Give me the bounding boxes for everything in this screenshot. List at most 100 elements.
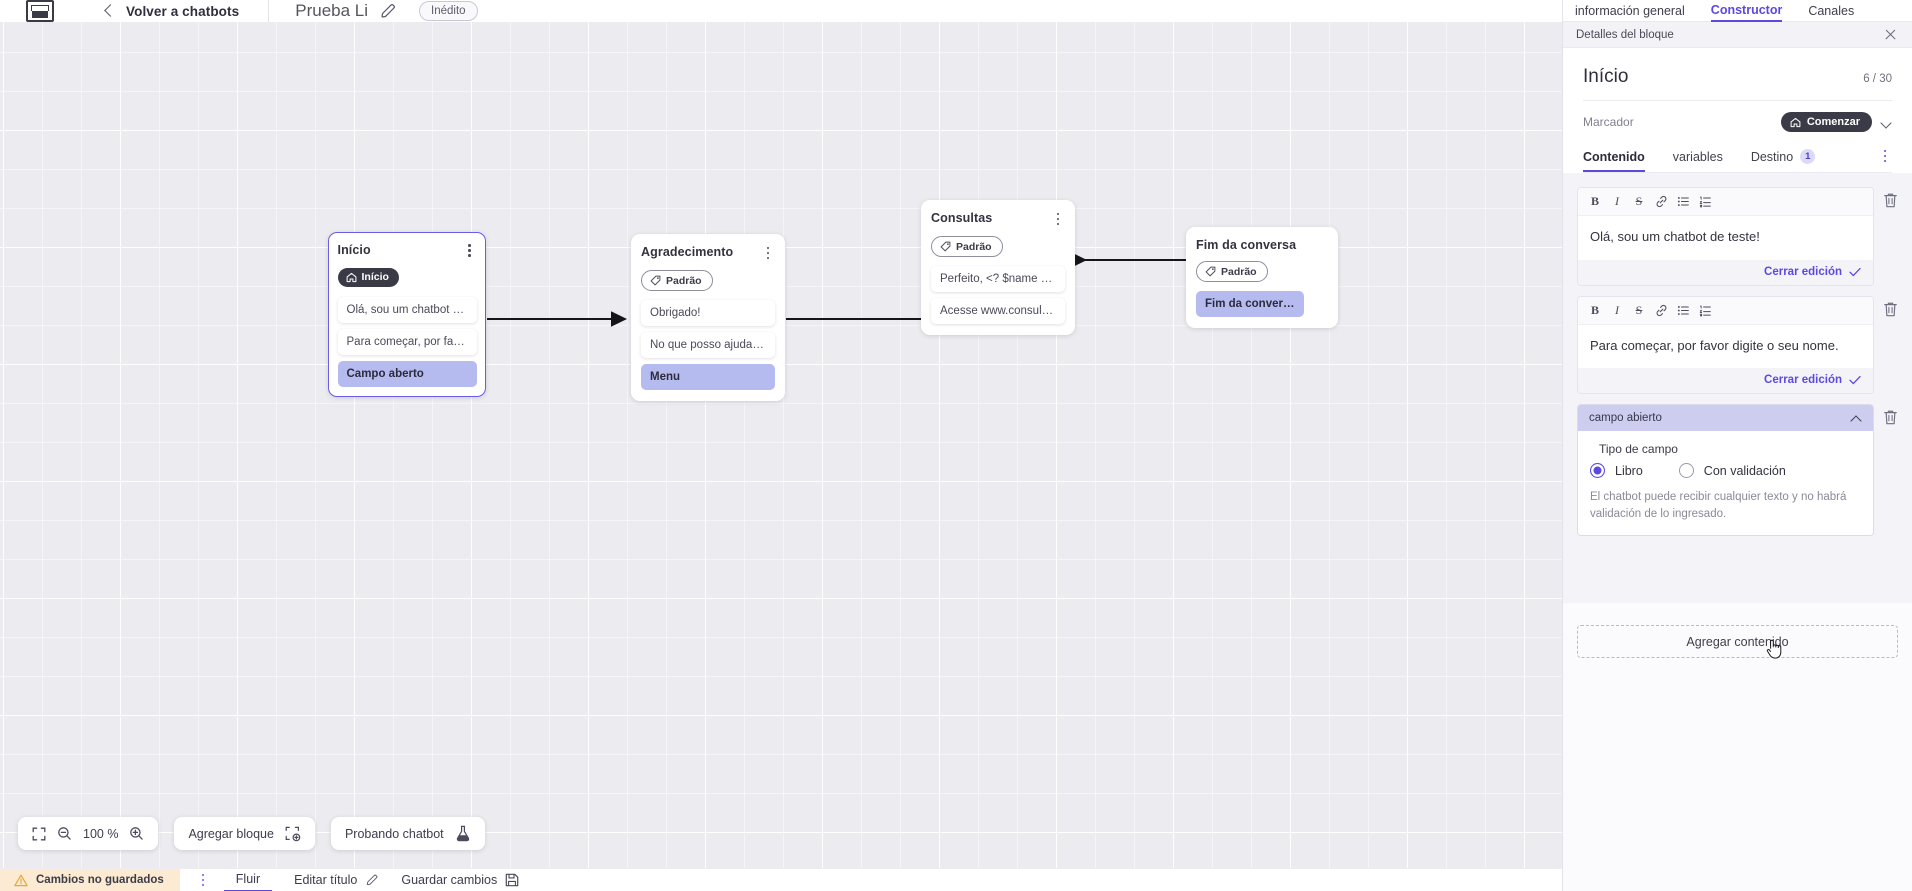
node-tag-default: Padrão <box>641 270 713 291</box>
node-rows: Olá, sou um chatbot de teste! Para começ… <box>337 296 477 387</box>
tab-constructor[interactable]: Constructor <box>1710 0 1783 22</box>
numbered-list-icon[interactable] <box>1694 301 1716 320</box>
radio-con-validacion[interactable] <box>1678 463 1694 478</box>
editor-text-value[interactable]: Para começar, por favor digite o seu nom… <box>1578 324 1873 368</box>
content-tabs: Contenido variables Destino 1 <box>1583 142 1892 173</box>
marker-label: Marcador <box>1583 115 1634 129</box>
node-tag-default: Padrão <box>931 236 1003 257</box>
node-row[interactable]: Para começar, por favor digite o ... <box>337 328 477 355</box>
node-row[interactable]: Acesse www.consultas.com par... <box>931 298 1065 324</box>
close-icon[interactable] <box>1883 27 1898 42</box>
open-field-title: campo abierto <box>1589 412 1662 424</box>
bulleted-list-icon[interactable] <box>1672 192 1694 211</box>
open-field-header[interactable]: campo abierto <box>1578 405 1873 431</box>
bold-icon[interactable]: B <box>1590 194 1599 208</box>
tab-informacion-general[interactable]: información general <box>1575 3 1685 18</box>
marker-start-pill[interactable]: Comenzar <box>1780 112 1872 132</box>
tab-variables[interactable]: variables <box>1673 143 1723 172</box>
content-item-text-1: B I S Olá, sou um chatbot de tes <box>1577 187 1898 286</box>
node-row[interactable]: Obrigado! <box>641 300 775 326</box>
radio-libro-label: Libro <box>1615 463 1643 478</box>
rich-text-editor[interactable]: B I S Para começar, por favor di <box>1577 295 1874 394</box>
radio-libro[interactable] <box>1590 463 1605 478</box>
add-content-button[interactable]: Agregar contenido <box>1577 625 1898 659</box>
chevron-down-icon[interactable] <box>1881 119 1892 126</box>
node-tag-label: Padrão <box>956 240 992 253</box>
fit-screen-icon[interactable] <box>32 827 46 841</box>
save-changes-button[interactable]: Guardar cambios <box>401 873 519 887</box>
pencil-icon[interactable] <box>379 2 397 20</box>
chevron-up-icon[interactable] <box>1851 415 1862 422</box>
flow-node-fim-da-conversa[interactable]: Fim da conversa Padrão Fim da conversa <box>1186 227 1338 328</box>
zoom-level: 100 % <box>83 826 119 841</box>
node-tag-label: Padrão <box>1221 265 1257 278</box>
add-block-button[interactable]: Agregar bloque <box>174 817 315 850</box>
close-edit-button[interactable]: Cerrar edición <box>1764 374 1842 386</box>
content-area: B I S Olá, sou um chatbot de tes <box>1563 173 1912 603</box>
zoom-out-icon[interactable] <box>57 826 72 841</box>
node-tag-label: Padrão <box>666 274 702 287</box>
add-block-icon <box>285 826 301 841</box>
node-tag-default: Padrão <box>1196 261 1268 282</box>
save-changes-label: Guardar cambios <box>401 873 498 887</box>
node-title: Fim da conversa <box>1196 238 1297 252</box>
add-content-label: Agregar contenido <box>1686 634 1789 649</box>
more-vertical-icon[interactable] <box>761 245 775 261</box>
unsaved-changes-label: Cambios no guardados <box>36 874 164 886</box>
strikethrough-icon[interactable]: S <box>1635 194 1643 208</box>
flow-node-inicio[interactable]: Início Início Olá, sou um chatbot de tes… <box>328 232 486 397</box>
format-toolbar: B I S <box>1578 296 1873 325</box>
trash-icon[interactable] <box>1883 409 1898 426</box>
node-row[interactable]: Perfeito, <? $name ?>! <box>931 266 1065 292</box>
add-block-label: Agregar bloque <box>188 826 274 841</box>
more-vertical-icon[interactable] <box>196 872 210 888</box>
link-icon[interactable] <box>1650 192 1672 211</box>
italic-icon[interactable]: I <box>1615 194 1619 208</box>
app-logo-icon[interactable] <box>26 0 54 22</box>
node-row-selected[interactable]: Campo aberto <box>337 360 477 387</box>
flow-node-agradecimento[interactable]: Agradecimento Padrão Obrigado! No que po… <box>631 234 785 401</box>
divider <box>268 0 270 22</box>
node-rows: Fim da conversa <box>1196 291 1328 317</box>
node-rows: Perfeito, <? $name ?>! Acesse www.consul… <box>931 266 1065 324</box>
trash-icon[interactable] <box>1883 301 1898 318</box>
node-row[interactable]: Olá, sou um chatbot de teste! <box>337 296 477 323</box>
tab-contenido[interactable]: Contenido <box>1583 143 1645 172</box>
node-row-selected[interactable]: Menu <box>641 364 775 390</box>
trash-icon[interactable] <box>1883 192 1898 209</box>
top-bar: Volver a chatbots Prueba Li Inédito <box>0 0 1562 22</box>
node-header: Consultas <box>931 211 1065 227</box>
tab-destino-label: Destino <box>1750 149 1794 164</box>
bold-icon[interactable]: B <box>1590 302 1599 317</box>
flow-node-consultas[interactable]: Consultas Padrão Perfeito, <? $name ?>! … <box>921 200 1075 335</box>
zoom-in-icon[interactable] <box>129 826 144 841</box>
edit-title-button[interactable]: Editar título <box>294 873 379 887</box>
editor-text-value[interactable]: Olá, sou um chatbot de teste! <box>1578 216 1873 260</box>
test-chatbot-button[interactable]: Probando chatbot <box>330 817 485 850</box>
tab-fluir[interactable]: Fluir <box>223 869 273 891</box>
marker-row: Marcador Comenzar <box>1583 101 1892 142</box>
more-vertical-icon[interactable] <box>1051 211 1065 227</box>
block-details-panel: información general Constructor Canales … <box>1562 0 1912 891</box>
tab-destino[interactable]: Destino 1 <box>1750 142 1816 172</box>
chatbot-name: Prueba Li <box>295 1 369 20</box>
node-row-selected[interactable]: Fim da conversa <box>1196 291 1304 317</box>
bulleted-list-icon[interactable] <box>1672 301 1694 320</box>
link-icon[interactable] <box>1650 301 1672 320</box>
more-vertical-icon[interactable] <box>463 243 477 259</box>
more-vertical-icon[interactable] <box>1878 148 1892 164</box>
home-icon <box>346 272 356 282</box>
rich-text-editor[interactable]: B I S Olá, sou um chatbot de tes <box>1577 187 1874 286</box>
node-title: Início <box>337 242 371 257</box>
numbered-list-icon[interactable] <box>1694 192 1716 211</box>
tab-canales[interactable]: Canales <box>1808 3 1855 18</box>
close-edit-button[interactable]: Cerrar edición <box>1764 265 1842 278</box>
node-row[interactable]: No que posso ajudar, <? $name ... <box>641 332 775 358</box>
flow-canvas[interactable]: Início Início Olá, sou um chatbot de tes… <box>0 22 1562 868</box>
italic-icon[interactable]: I <box>1615 302 1619 317</box>
back-to-chatbots-link[interactable]: Volver a chatbots <box>126 3 240 19</box>
editor-footer: Cerrar edición <box>1578 259 1873 285</box>
chevron-left-icon[interactable] <box>102 4 116 18</box>
strikethrough-icon[interactable]: S <box>1635 302 1643 317</box>
